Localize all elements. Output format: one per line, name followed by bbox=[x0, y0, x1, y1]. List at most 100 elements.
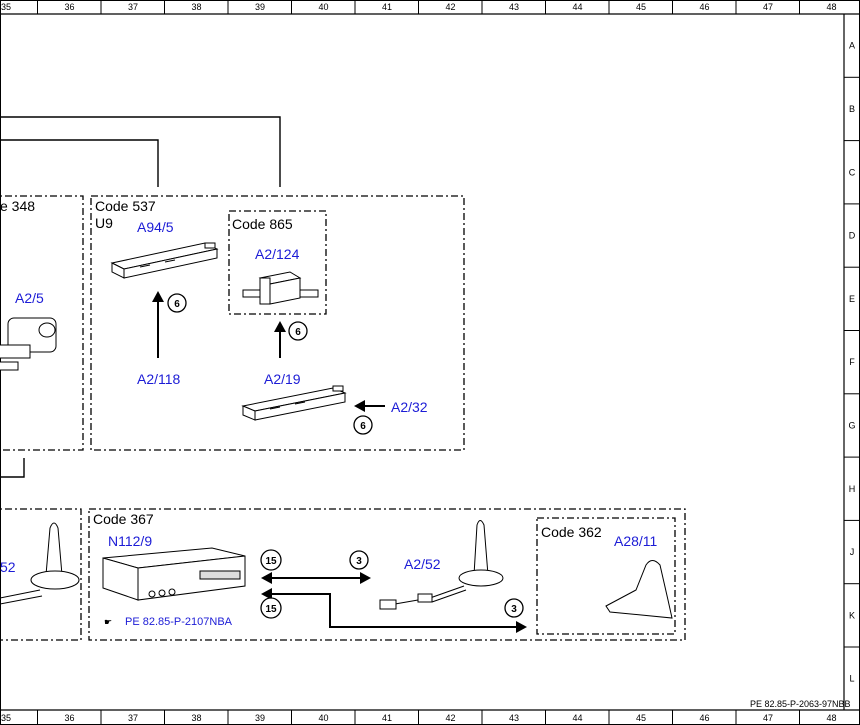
column-label-46: 46 bbox=[699, 2, 709, 12]
left-antenna-drawing bbox=[0, 522, 80, 605]
svg-text:15: 15 bbox=[265, 604, 277, 615]
column-label-44: 44 bbox=[572, 713, 582, 723]
column-label-37: 37 bbox=[128, 713, 138, 723]
column-label-43: 43 bbox=[509, 713, 519, 723]
column-label-38: 38 bbox=[191, 713, 201, 723]
column-label-39: 39 bbox=[255, 2, 265, 12]
label-u9: U9 bbox=[95, 215, 113, 231]
column-label-42: 42 bbox=[445, 2, 455, 12]
svg-text:15: 15 bbox=[265, 556, 277, 567]
circle-marker-7: 3 bbox=[504, 598, 524, 618]
svg-text:6: 6 bbox=[295, 327, 301, 338]
group-code865 bbox=[228, 210, 327, 315]
column-label-48: 48 bbox=[826, 2, 836, 12]
row-label-L: L bbox=[849, 674, 854, 684]
row-label-E: E bbox=[849, 294, 855, 304]
column-label-41: 41 bbox=[382, 713, 392, 723]
column-label-47: 47 bbox=[763, 2, 773, 12]
label-a28-11: A28/11 bbox=[614, 533, 658, 549]
circle-marker-4: 15 bbox=[260, 549, 282, 571]
a2-5-device-drawing bbox=[0, 317, 57, 371]
pe-link-text[interactable]: PE 82.85-P-2107NBA bbox=[125, 616, 233, 628]
row-label-F: F bbox=[849, 357, 855, 367]
arrow-double-head-right bbox=[360, 572, 371, 584]
pe-link-marker: ☛ bbox=[104, 617, 112, 627]
column-label-35: 35 bbox=[1, 713, 11, 723]
label-n112-9: N112/9 bbox=[108, 533, 152, 549]
group-code367 bbox=[88, 508, 686, 641]
wire-to-code362 bbox=[270, 593, 518, 628]
column-label-40: 40 bbox=[318, 713, 328, 723]
a2-19-module-drawing bbox=[241, 385, 347, 421]
group-left-bottom-partial bbox=[0, 508, 82, 641]
label-code537: Code 537 bbox=[95, 198, 156, 214]
group-code362 bbox=[536, 517, 676, 635]
label-code367: Code 367 bbox=[93, 511, 154, 527]
row-label-A: A bbox=[849, 41, 855, 51]
arrow-a2-19-head bbox=[274, 321, 286, 332]
column-label-43: 43 bbox=[509, 2, 519, 12]
label-a2-52: A2/52 bbox=[404, 556, 441, 572]
label-a2-32: A2/32 bbox=[391, 399, 428, 415]
label-code362: Code 362 bbox=[541, 524, 602, 540]
label-a94-5: A94/5 bbox=[137, 219, 174, 235]
column-label-36: 36 bbox=[64, 2, 74, 12]
column-label-44: 44 bbox=[572, 2, 582, 12]
document-id: PE 82.85-P-2063-97NBB bbox=[750, 699, 851, 709]
a2-52-antenna-drawing bbox=[379, 520, 504, 610]
column-label-35: 35 bbox=[1, 2, 11, 12]
svg-text:3: 3 bbox=[511, 604, 517, 615]
label-code865: Code 865 bbox=[232, 216, 293, 232]
circle-marker-3: 6 bbox=[353, 415, 373, 435]
svg-text:3: 3 bbox=[356, 556, 362, 567]
arrow-a2-32-head bbox=[354, 400, 365, 412]
group-left-partial bbox=[0, 195, 84, 451]
arrow-right-head-2 bbox=[516, 621, 527, 633]
column-label-40: 40 bbox=[318, 2, 328, 12]
row-label-K: K bbox=[849, 610, 855, 620]
row-label-B: B bbox=[849, 104, 855, 114]
row-label-G: G bbox=[848, 420, 855, 430]
wire-top-2 bbox=[0, 139, 159, 187]
arrow-a2-118-head bbox=[152, 291, 164, 302]
wire-left-bottom bbox=[0, 458, 25, 478]
column-label-37: 37 bbox=[128, 2, 138, 12]
wire-top-1 bbox=[0, 116, 281, 187]
svg-text:6: 6 bbox=[360, 421, 366, 432]
row-label-D: D bbox=[849, 231, 856, 241]
row-label-J: J bbox=[850, 547, 855, 557]
column-label-48: 48 bbox=[826, 713, 836, 723]
circle-marker-1: 6 bbox=[167, 293, 187, 313]
column-label-42: 42 bbox=[445, 713, 455, 723]
a2-124-box-drawing bbox=[242, 271, 319, 305]
column-label-46: 46 bbox=[699, 713, 709, 723]
column-label-38: 38 bbox=[191, 2, 201, 12]
circle-marker-2: 6 bbox=[288, 321, 308, 341]
column-label-39: 39 bbox=[255, 713, 265, 723]
column-label-47: 47 bbox=[763, 713, 773, 723]
column-label-36: 36 bbox=[64, 713, 74, 723]
a94-5-module-drawing bbox=[110, 242, 219, 279]
column-label-45: 45 bbox=[636, 2, 646, 12]
label-left-52: 52 bbox=[0, 559, 16, 575]
group-code537 bbox=[90, 195, 465, 451]
circle-marker-5: 3 bbox=[349, 550, 369, 570]
label-a2-118: A2/118 bbox=[137, 371, 181, 387]
n112-9-device-drawing bbox=[102, 547, 246, 601]
row-label-H: H bbox=[849, 484, 856, 494]
label-a2-5: A2/5 bbox=[15, 290, 44, 306]
label-left-partial: e 348 bbox=[0, 198, 35, 214]
arrow-double-head-left bbox=[261, 572, 272, 584]
row-label-C: C bbox=[849, 167, 856, 177]
column-label-45: 45 bbox=[636, 713, 646, 723]
row-ticks: A B C D E F G H J K L bbox=[844, 41, 860, 684]
label-a2-124: A2/124 bbox=[255, 246, 300, 262]
svg-text:6: 6 bbox=[174, 299, 180, 310]
arrow-left-head-2 bbox=[261, 588, 272, 600]
circle-marker-6: 15 bbox=[260, 597, 282, 619]
a28-11-sharkfin-drawing bbox=[605, 560, 673, 619]
label-a2-19: A2/19 bbox=[264, 371, 301, 387]
column-label-41: 41 bbox=[382, 2, 392, 12]
